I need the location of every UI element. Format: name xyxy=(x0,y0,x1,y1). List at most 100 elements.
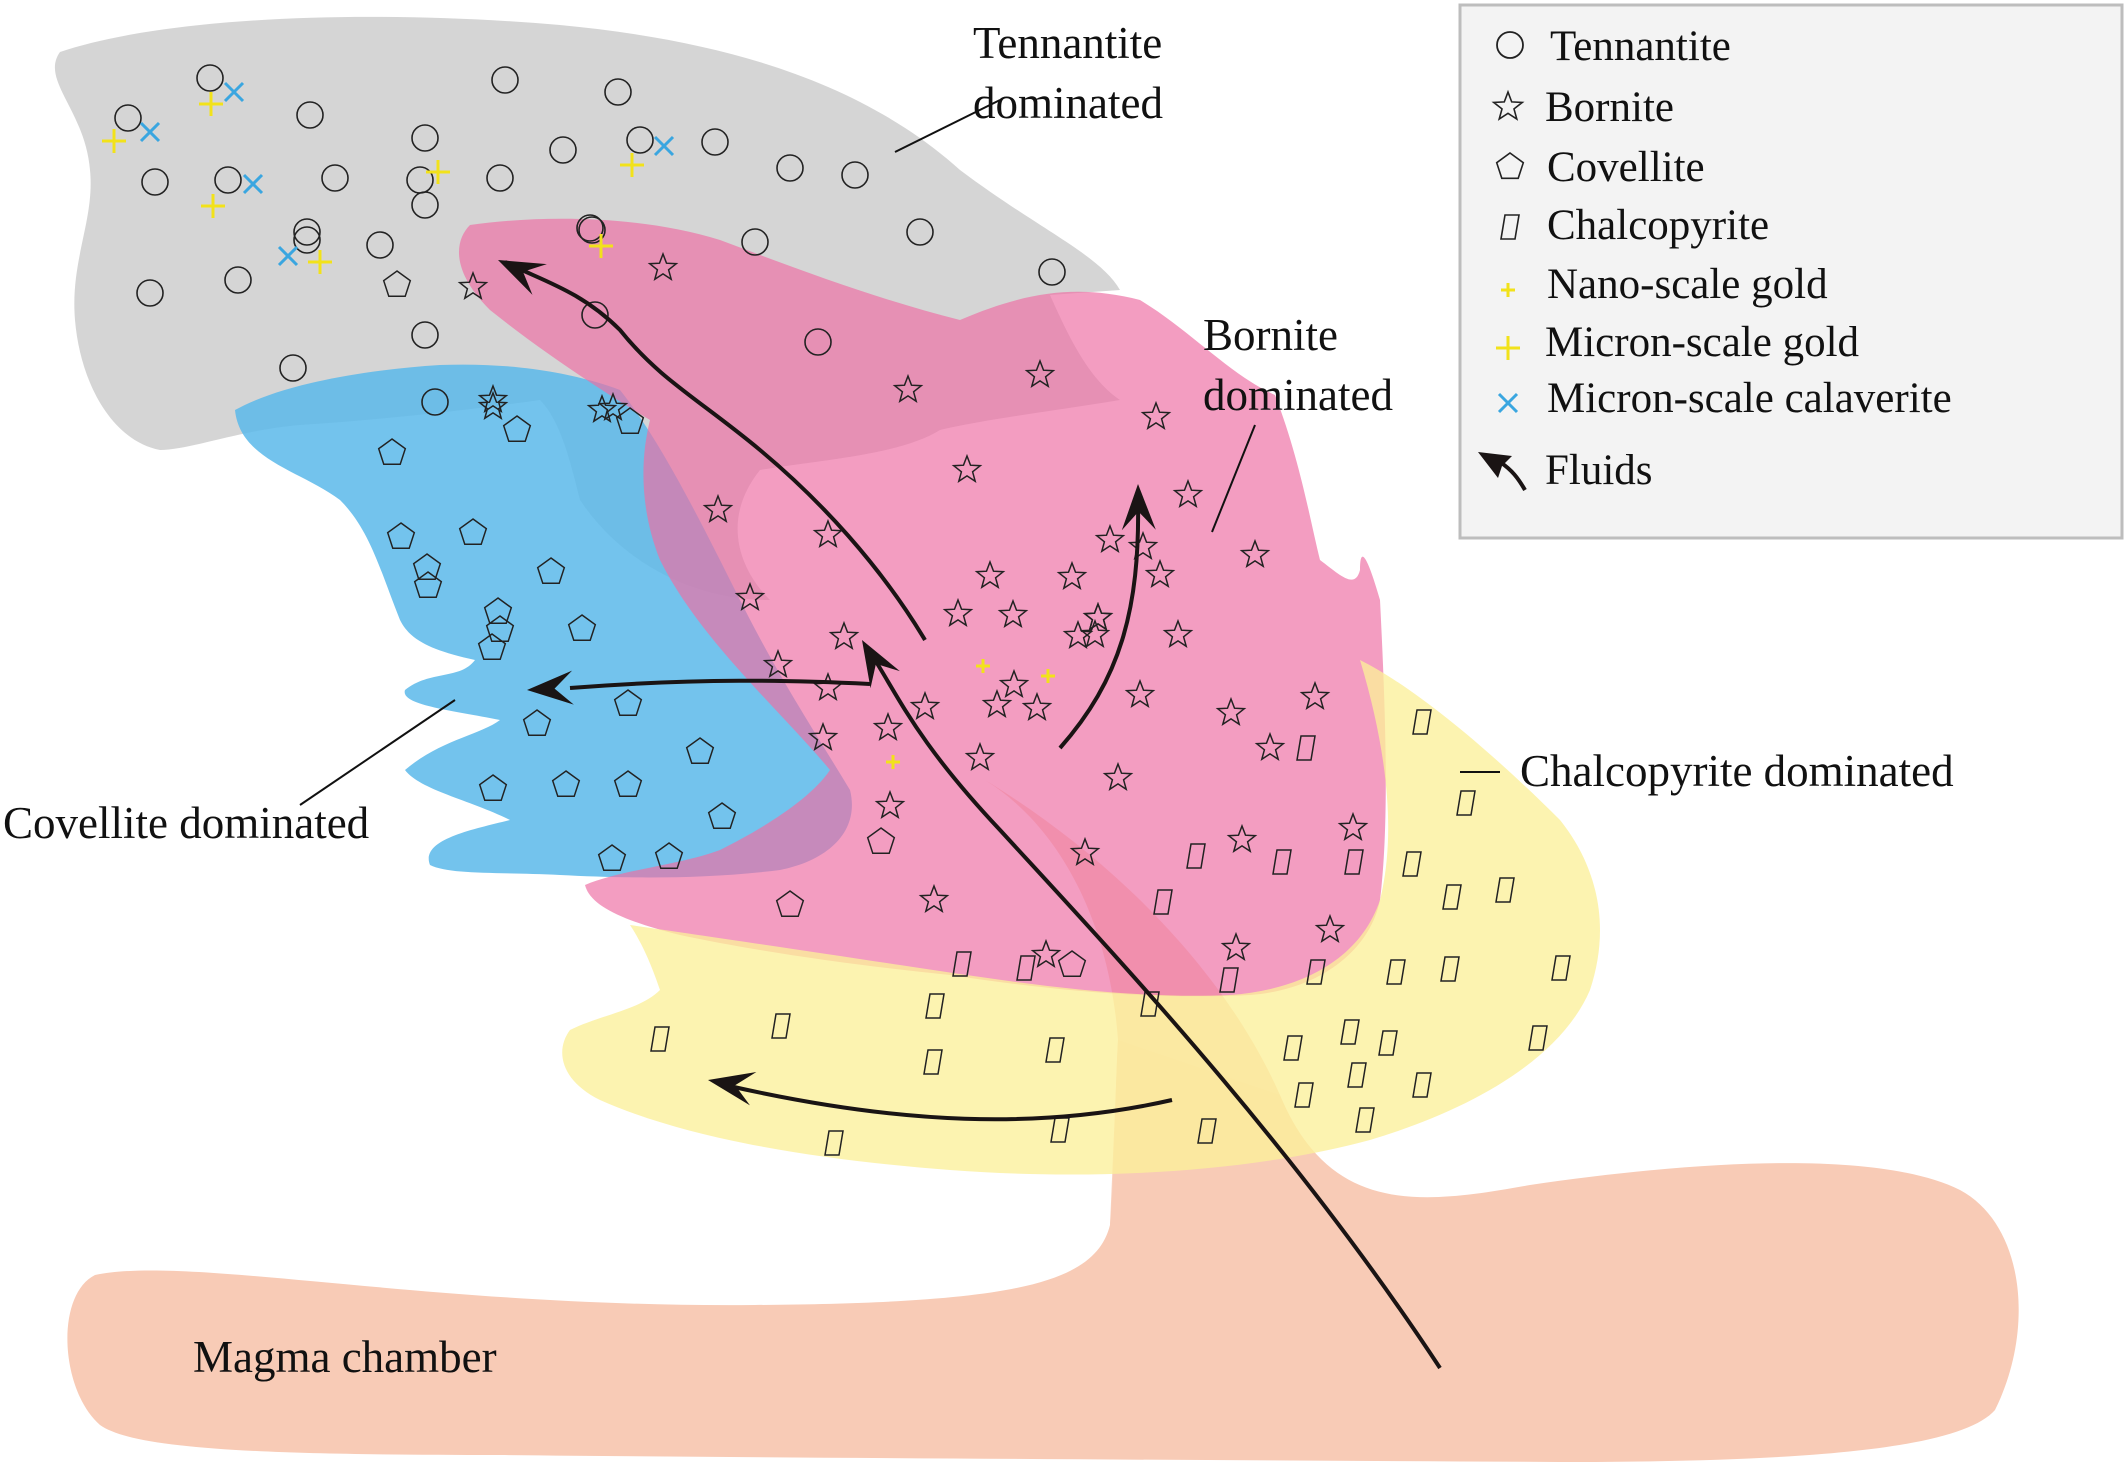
bornite-symbol xyxy=(762,648,794,679)
bornite-symbol xyxy=(872,711,904,742)
legend-label-fluids: Fluids xyxy=(1545,447,1653,494)
chalcopyrite-symbol xyxy=(1378,1030,1398,1056)
chalcopyrite-symbol xyxy=(771,1013,791,1039)
chalcopyrite-symbol xyxy=(1272,849,1292,875)
legend-label-micron-gold: Micron-scale gold xyxy=(1545,319,1859,366)
chalcopyrite-symbol xyxy=(1306,959,1326,985)
chalcopyrite-symbol xyxy=(923,1049,943,1075)
bornite-symbol xyxy=(1102,761,1134,792)
tennantite-symbol xyxy=(841,161,869,189)
legend-label-calaverite: Micron-scale calaverite xyxy=(1547,375,1952,422)
legend-label-chalcopyrite: Chalcopyrite xyxy=(1547,202,1769,249)
tennantite-symbol xyxy=(114,104,142,132)
chalcopyrite-symbol xyxy=(1528,1025,1548,1051)
tennantite-zone-label: Tennantite xyxy=(973,18,1162,68)
chalcopyrite-symbol xyxy=(1283,1035,1303,1061)
chalcopyrite-symbol xyxy=(1344,849,1364,875)
bornite-symbol xyxy=(1127,530,1159,561)
bornite-symbol xyxy=(1220,931,1252,962)
covellite-symbol xyxy=(567,614,597,642)
star-icon xyxy=(1491,89,1525,121)
tennantite-symbol xyxy=(581,301,609,329)
fluid-arrowhead-main xyxy=(862,640,900,689)
bornite-symbol xyxy=(951,453,983,484)
covellite-symbol xyxy=(522,709,552,737)
tennantite-symbol xyxy=(196,64,224,92)
tennantite-symbol xyxy=(136,279,164,307)
bornite-symbol xyxy=(812,518,844,549)
micron-gold-symbol xyxy=(589,234,613,258)
covellite-symbol xyxy=(483,597,513,625)
fluid-arrowhead-bornite xyxy=(1121,484,1156,531)
calaverite-symbol xyxy=(223,81,245,103)
tennantite-symbol xyxy=(214,166,242,194)
covellite-symbol xyxy=(478,774,508,802)
parallelogram-icon xyxy=(1500,214,1520,240)
legend-label-nano-gold: Nano-scale gold xyxy=(1547,261,1828,308)
cross-icon xyxy=(1497,392,1519,414)
tennantite-symbol xyxy=(421,388,449,416)
fluid-path-main xyxy=(873,658,1442,1370)
bornite-symbol xyxy=(1024,358,1056,389)
tennantite-symbol xyxy=(366,231,394,259)
bornite-symbol xyxy=(477,383,509,414)
bornite-zone-label-line2: dominated xyxy=(1203,370,1393,420)
tennantite-symbol xyxy=(491,66,519,94)
covellite-symbol xyxy=(685,737,715,765)
legend-label-covellite: Covellite xyxy=(1547,144,1705,191)
bornite-symbol xyxy=(586,393,618,424)
micron-gold-symbol xyxy=(102,129,126,153)
small-plus-icon xyxy=(1501,283,1515,297)
bornite-symbol xyxy=(1162,618,1194,649)
chalcopyrite-symbol xyxy=(1402,851,1422,877)
bornite-symbol xyxy=(1226,823,1258,854)
tennantite-symbol xyxy=(411,321,439,349)
calaverite-symbol xyxy=(277,245,299,267)
bornite-zone-region xyxy=(458,218,1386,997)
magma-chamber-region xyxy=(67,1040,2019,1462)
bornite-symbol xyxy=(981,688,1013,719)
bornite-symbol xyxy=(942,597,974,628)
covellite-symbol xyxy=(866,827,896,855)
bornite-symbol xyxy=(874,789,906,820)
chalcopyrite-symbol xyxy=(925,993,945,1019)
chalcopyrite-symbol xyxy=(1495,877,1515,903)
micron-gold-symbol xyxy=(308,250,332,274)
tennantite-leader-line xyxy=(894,99,1001,153)
covellite-symbol xyxy=(615,407,645,435)
tennantite-symbol xyxy=(141,168,169,196)
bornite-symbol xyxy=(807,721,839,752)
tennantite-zone-label-line2: dominated xyxy=(973,78,1163,128)
chalcopyrite-symbol xyxy=(824,1130,844,1156)
bornite-symbol xyxy=(1140,400,1172,431)
chalcopyrite-symbol xyxy=(1197,1118,1217,1144)
legend-label-bornite: Bornite xyxy=(1545,84,1674,131)
covellite-zone-region xyxy=(235,364,852,878)
tennantite-symbol xyxy=(411,124,439,152)
bornite-symbol xyxy=(997,598,1029,629)
bornite-symbol xyxy=(1299,680,1331,711)
tennantite-symbol xyxy=(576,214,604,242)
arrow-icon xyxy=(1478,452,1527,492)
chalcopyrite-symbol xyxy=(952,951,972,977)
covellite-symbol xyxy=(458,518,488,546)
covellite-symbol xyxy=(613,770,643,798)
chalcopyrite-symbol xyxy=(1140,991,1160,1017)
tennantite-symbol xyxy=(578,216,606,244)
covellite-zone-label: Covellite dominated xyxy=(3,798,369,848)
bornite-zone-label: Bornite xyxy=(1203,310,1338,360)
covellite-symbol xyxy=(382,270,412,298)
bornite-symbol xyxy=(1094,523,1126,554)
chalcopyrite-symbol xyxy=(650,1026,670,1052)
bornite-leader-line xyxy=(1211,424,1256,533)
bornite-symbol xyxy=(734,581,766,612)
tennantite-symbol xyxy=(906,218,934,246)
chalcopyrite-symbol xyxy=(1412,709,1432,735)
nano-gold-symbol xyxy=(886,755,900,769)
chalcopyrite-zone-region xyxy=(562,660,1601,1175)
chalcopyrite-symbol xyxy=(1347,1062,1367,1088)
bornite-symbol xyxy=(1254,731,1286,762)
chalcopyrite-symbol xyxy=(1016,955,1036,981)
fluid-path-bornite xyxy=(1058,499,1141,750)
micron-gold-symbol xyxy=(426,160,450,184)
